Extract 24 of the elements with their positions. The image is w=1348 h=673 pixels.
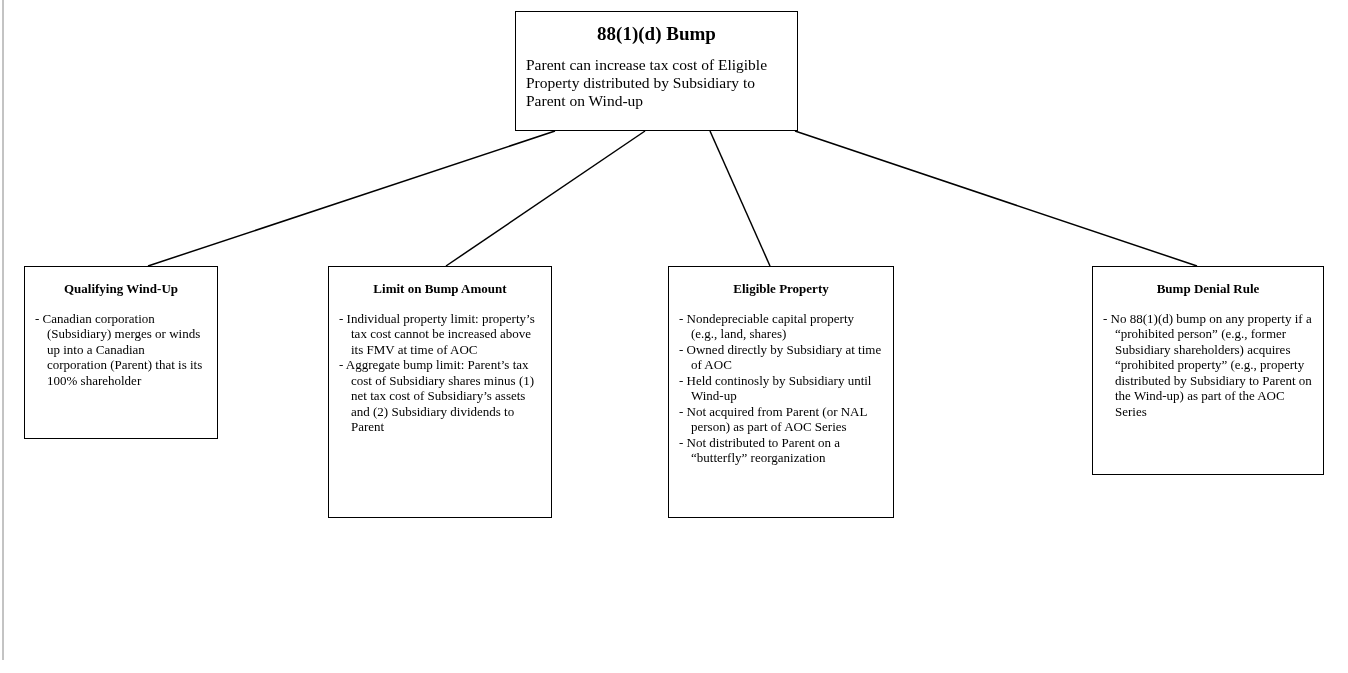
connector-line (709, 130, 771, 267)
text-box (1092, 266, 1324, 475)
bullet-point: - Aggregate bump limit: Parent’s tax cost of Subsidiary shares minus (1) net tax cost of Subsidiary’s assets and (2) Subsidiary dividends to Parent (339, 357, 536, 435)
box-heading: Bump Denial Rule (1155, 281, 1261, 297)
box-heading: 88(1)(d) Bump (596, 26, 717, 42)
text-box (668, 266, 894, 518)
connector-line (147, 130, 556, 267)
box-heading: Qualifying Wind-Up (62, 281, 179, 297)
bullet-point: - No 88(1)(d) bump on any property if a “prohibited person” (e.g., former Subsidiary shareholders) acquires “prohibited property” (e.g., property distributed by Subsidiary to Parent on the Wind-up) as part of the AOC Series (1103, 310, 1313, 419)
bullet-point: - Not acquired from Parent (or NAL person) as part of AOC Series (679, 403, 868, 435)
box-heading: Eligible Property (732, 281, 830, 297)
bullet-point: - Individual property limit: property’s tax cost cannot be increased above its FMV at time of AOC (339, 310, 536, 357)
box-description: Parent can increase tax cost of Eligible Property distributed by Subsidiary to Parent on Wind-up (526, 55, 768, 110)
bullet-point: - Nondepreciable capital property (e.g., land, shares) (679, 310, 856, 342)
box-heading: Limit on Bump Amount (372, 281, 508, 297)
text-box (24, 266, 218, 439)
bullet-point: - Owned directly by Subsidiary at time of AOC (679, 341, 883, 373)
text-box (515, 11, 798, 131)
connector-line (794, 130, 1198, 267)
text-box (328, 266, 552, 518)
bullet-point: - Held continosly by Subsidiary until Wind-up (679, 372, 873, 404)
bullet-point: - Canadian corporation (Subsidiary) merges or winds up into a Canadian corporation (Parent) that is its 100% shareholder (35, 310, 204, 388)
bullet-point: - Not distributed to Parent on a “butterfly” reorganization (679, 434, 842, 466)
connector-line (445, 130, 646, 267)
